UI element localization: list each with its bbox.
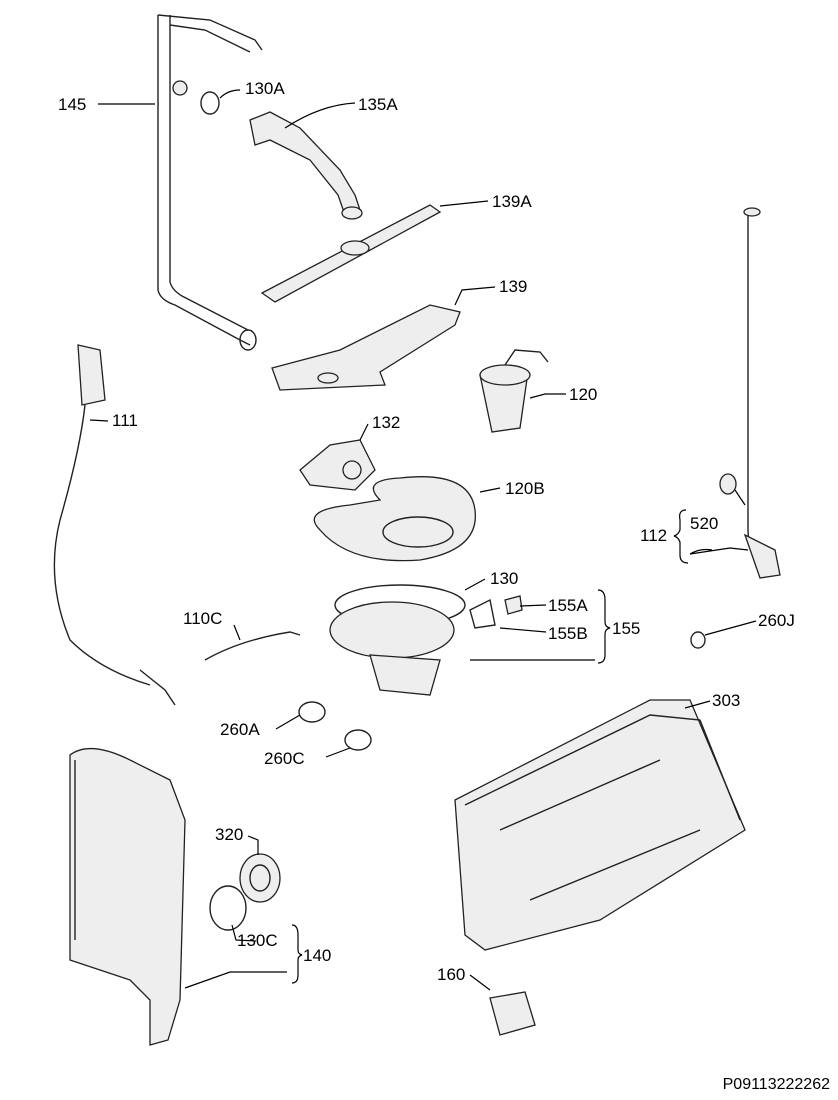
label-260J: 260J [758, 611, 795, 630]
part-135A-arm [249, 111, 363, 220]
part-120-filter [479, 349, 549, 433]
label-139A: 139A [492, 192, 532, 211]
part-145-spray-pipe [157, 14, 263, 351]
part-260J-clamp [690, 631, 706, 649]
part-260C-clamp [344, 729, 372, 751]
part-160-valve [489, 991, 536, 1036]
label-112: 112 [640, 526, 668, 545]
label-130C: 130C [237, 931, 278, 950]
label-111: 111 [112, 411, 138, 430]
label-160: 160 [437, 965, 466, 984]
label-110C: 110C [183, 609, 223, 628]
label-145: 145 [58, 95, 87, 114]
part-520-clip [719, 473, 737, 495]
label-520: 520 [690, 514, 719, 533]
label-155A: 155A [548, 596, 588, 615]
part-130A-seal [200, 91, 220, 115]
label-132: 132 [372, 413, 401, 432]
label-155B: 155B [548, 624, 588, 643]
diagram-code: P09113222262 [722, 1076, 830, 1093]
leader-lines [89, 89, 757, 991]
label-320: 320 [215, 825, 244, 844]
part-132-valve [299, 439, 376, 491]
label-140: 140 [303, 946, 332, 965]
label-260A: 260A [220, 720, 260, 739]
label-303: 303 [712, 691, 741, 710]
part-260A-clamp [298, 701, 326, 723]
part-320-seal [239, 853, 281, 903]
label-155: 155 [612, 619, 641, 638]
label-130: 130 [490, 569, 519, 588]
part-120B-filter-plate [313, 476, 476, 562]
label-135A: 135A [358, 95, 398, 114]
label-260C: 260C [264, 749, 305, 768]
part-130C-ring [209, 885, 247, 931]
part-sump [329, 595, 523, 696]
part-111-inlet-hose [53, 344, 176, 706]
part-110C-hose [204, 631, 301, 661]
part-112-drain-hose [719, 207, 781, 579]
part-139A-upper-spray-arm [260, 204, 442, 303]
label-120: 120 [569, 385, 598, 404]
part-139-lower-spray-arm [271, 304, 461, 391]
label-120B: 120B [505, 479, 545, 498]
part-140-panel [69, 747, 186, 1046]
part-303-base [454, 699, 746, 951]
label-139: 139 [499, 277, 528, 296]
label-130A: 130A [245, 79, 285, 98]
